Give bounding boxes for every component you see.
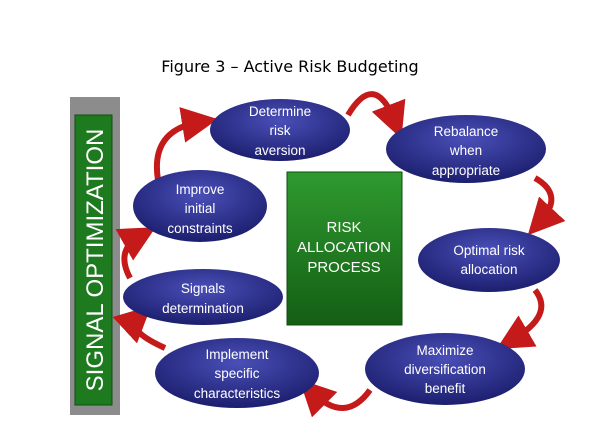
node-rebalance: Rebalance when appropriate — [386, 115, 546, 183]
arrow-maximize-to-implement — [299, 379, 373, 418]
flow-arrows — [112, 91, 566, 418]
node-maximize: Maximize diversification benefit — [365, 333, 525, 405]
node-signals: Signals determination — [123, 269, 283, 325]
node-label: characteristics — [194, 386, 281, 401]
center-line-1: RISK — [326, 219, 361, 236]
node-label: specific — [214, 366, 259, 381]
arrow-improve-to-determine — [153, 107, 218, 181]
center-box: RISK ALLOCATION PROCESS — [286, 171, 403, 326]
node-improve: Improve initial constraints — [133, 170, 267, 242]
arrow-optimal-to-maximize — [496, 288, 545, 350]
node-label: Implement — [205, 347, 268, 362]
center-line-3: PROCESS — [307, 259, 380, 276]
node-label: constraints — [167, 221, 233, 236]
side-label: SIGNAL OPTIMIZATION — [82, 129, 109, 392]
node-label: Maximize — [416, 343, 473, 358]
node-implement: Implement specific characteristics — [155, 338, 319, 408]
node-label: when — [449, 143, 482, 158]
center-line-2: ALLOCATION — [297, 239, 391, 256]
node-optimal: Optimal risk allocation — [418, 228, 560, 292]
node-label: Improve — [176, 182, 225, 197]
node-label: Signals — [181, 281, 226, 296]
node-label: initial — [185, 201, 216, 216]
node-label: benefit — [425, 381, 466, 396]
node-label: Rebalance — [434, 124, 499, 139]
node-label: risk — [270, 123, 291, 138]
node-determine: Determine risk aversion — [210, 99, 350, 161]
node-label: determination — [162, 301, 244, 316]
node-label: aversion — [254, 143, 305, 158]
arrow-determine-to-rebalance — [345, 91, 406, 139]
node-label: appropriate — [432, 163, 500, 178]
node-label: Determine — [249, 104, 311, 119]
node-label: Optimal risk — [453, 243, 525, 258]
arrow-signals-to-improve — [115, 227, 156, 280]
node-label: allocation — [460, 262, 517, 277]
figure-title: Figure 3 – Active Risk Budgeting — [161, 57, 419, 76]
node-label: diversification — [404, 362, 486, 377]
arrow-implement-to-signals — [112, 305, 167, 351]
signal-optimization-bar: SIGNAL OPTIMIZATION — [70, 97, 120, 415]
arrow-rebalance-to-optimal — [527, 175, 566, 236]
